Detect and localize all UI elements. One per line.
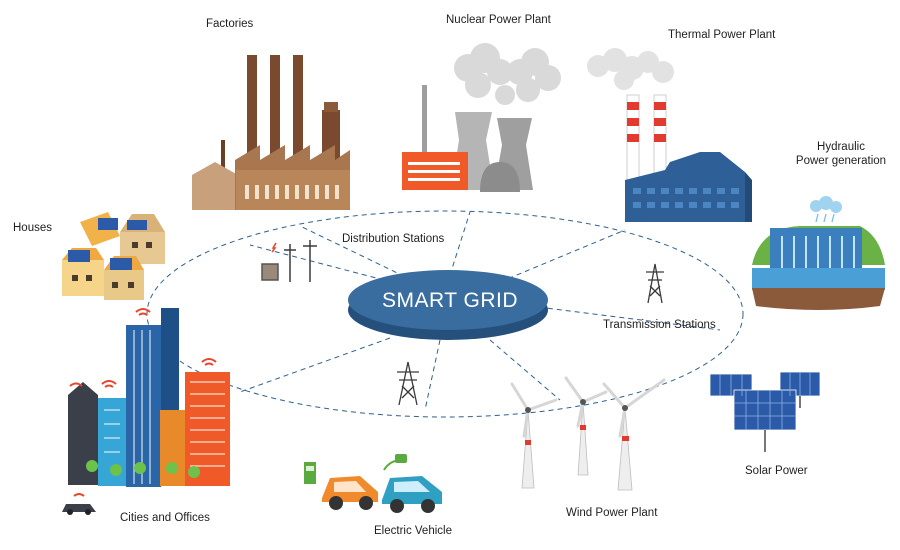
- label-hydraulic: Hydraulic Power generation: [786, 140, 896, 168]
- hydraulic-dam-icon: [752, 196, 885, 310]
- label-hydraulic-line1: Hydraulic: [817, 141, 865, 153]
- spoke-thermal: [499, 229, 626, 283]
- label-wind-plant: Wind Power Plant: [566, 507, 658, 519]
- spoke-ev: [424, 339, 441, 411]
- distribution-station-icon: [261, 240, 317, 282]
- cities-offices-icon: [62, 308, 230, 515]
- spoke-transmission: [529, 305, 721, 331]
- spoke-distribution: [249, 244, 446, 297]
- label-hydraulic-line2: Power generation: [795, 155, 887, 167]
- wind-turbines-icon: [510, 376, 666, 491]
- label-nuclear-plant: Nuclear Power Plant: [446, 14, 551, 26]
- factories-icon: [192, 55, 350, 210]
- electric-vehicle-icon: [304, 454, 442, 513]
- label-electric-vehicle: Electric Vehicle: [374, 525, 452, 537]
- label-factories: Factories: [206, 18, 254, 30]
- solar-panels-icon: [709, 371, 821, 452]
- transmission-tower-icon: [646, 263, 664, 304]
- label-solar-power: Solar Power: [745, 465, 808, 477]
- spoke-nuclear: [449, 211, 471, 276]
- label-distribution-stations: Distribution Stations: [342, 233, 445, 245]
- spoke-wind: [489, 339, 561, 401]
- label-transmission-stations: Transmission Stations: [603, 319, 716, 331]
- smart-grid-hub: SMART GRID: [348, 270, 548, 340]
- wifi-icons: [69, 308, 217, 497]
- label-thermal-plant: Thermal Power Plant: [668, 29, 776, 41]
- transmission-tower-bottom-icon: [397, 361, 419, 406]
- label-cities-offices: Cities and Offices: [120, 512, 210, 524]
- houses-icon: [62, 212, 165, 300]
- label-houses: Houses: [13, 222, 52, 234]
- thermal-plant-icon: [587, 48, 752, 222]
- hub-label: SMART GRID: [382, 289, 518, 312]
- spoke-cities: [239, 337, 391, 393]
- nuclear-plant-icon: [402, 43, 561, 192]
